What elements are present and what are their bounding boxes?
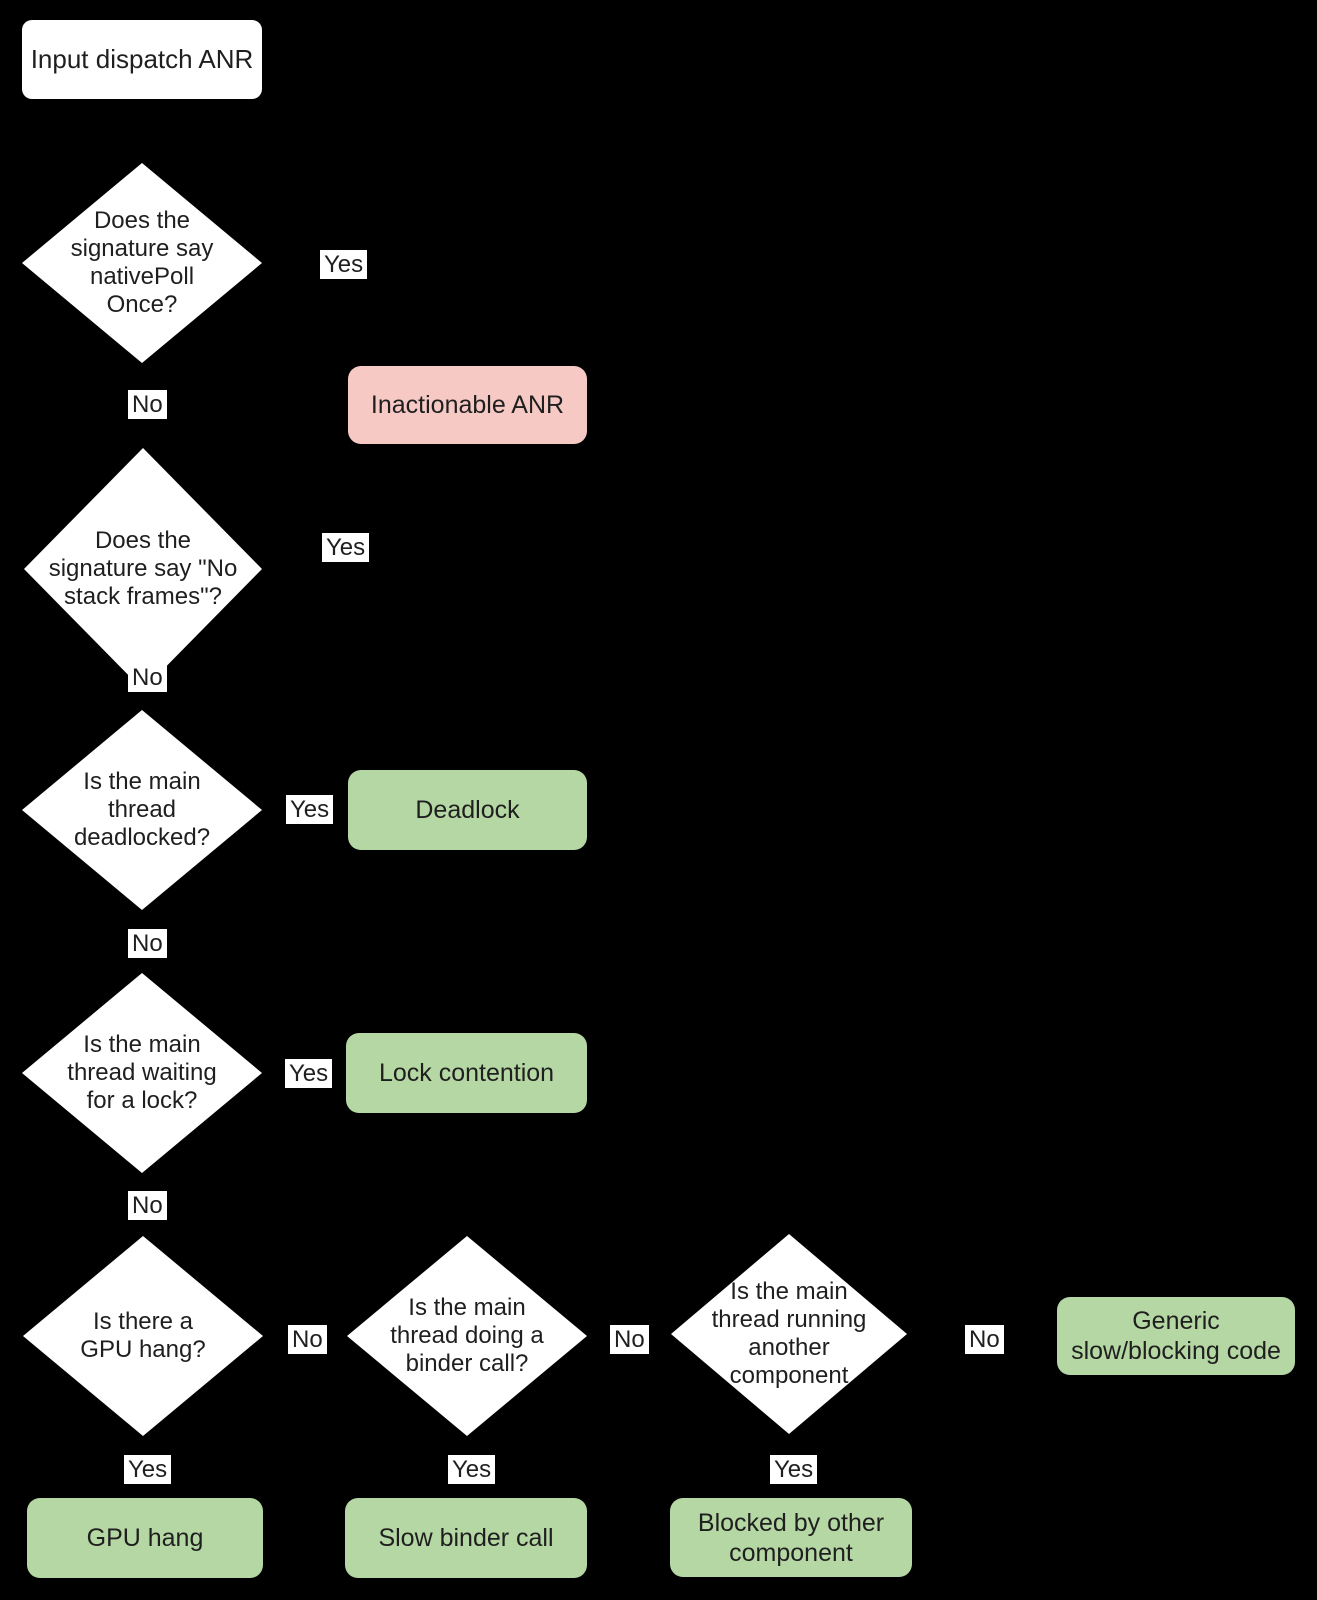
decision-main-thread-deadlocked: Is the main thread deadlocked?	[22, 710, 262, 910]
edge-label-yes-gpu-hang: Yes	[124, 1455, 172, 1484]
decision-text: Does the signature say "No stack frames"…	[48, 527, 238, 610]
decision-text: Is there a GPU hang?	[80, 1308, 206, 1363]
decision-text: Is the main thread deadlocked?	[73, 768, 211, 851]
decision-running-another-component: Is the main thread running another compo…	[671, 1234, 907, 1434]
decision-no-stack-frames: Does the signature say "No stack frames"…	[24, 448, 262, 690]
edge-label-no-native-poll: No	[128, 390, 167, 419]
outcome-deadlock: Deadlock	[348, 770, 587, 850]
decision-native-poll-once: Does the signature say nativePoll Once?	[22, 163, 262, 363]
outcome-generic-slow-blocking-code: Generic slow/blocking code	[1057, 1297, 1295, 1375]
edge-label-no-another-component: No	[965, 1325, 1004, 1354]
decision-text: Does the signature say nativePoll Once?	[70, 207, 214, 318]
outcome-inactionable-anr: Inactionable ANR	[348, 366, 587, 444]
edge-label-no-deadlocked: No	[128, 929, 167, 958]
outcome-lock-contention: Lock contention	[346, 1033, 587, 1113]
edge-label-yes-native-poll: Yes	[320, 250, 368, 279]
edge-label-yes-binder-call: Yes	[448, 1455, 496, 1484]
outcome-blocked-by-other-component: Blocked by other component	[670, 1498, 912, 1577]
decision-binder-call: Is the main thread doing a binder call?	[347, 1236, 587, 1436]
decision-gpu-hang: Is there a GPU hang?	[23, 1236, 263, 1436]
start-node-input-dispatch-anr: Input dispatch ANR	[22, 20, 262, 99]
edge-label-yes-no-stack-frames: Yes	[322, 533, 370, 562]
edge-label-yes-deadlocked: Yes	[286, 795, 334, 824]
decision-text: Is the main thread doing a binder call?	[390, 1294, 544, 1377]
decision-text: Is the main thread running another compo…	[711, 1278, 867, 1389]
edge-label-yes-another-component: Yes	[770, 1455, 818, 1484]
decision-main-thread-waiting-lock: Is the main thread waiting for a lock?	[22, 973, 262, 1173]
edge-label-yes-waiting-lock: Yes	[285, 1059, 333, 1088]
edge-label-no-binder-call: No	[610, 1325, 649, 1354]
edge-label-no-gpu-hang: No	[288, 1325, 327, 1354]
decision-text: Is the main thread waiting for a lock?	[67, 1031, 217, 1114]
outcome-slow-binder-call: Slow binder call	[345, 1498, 587, 1578]
edge-label-no-no-stack-frames: No	[128, 663, 167, 692]
outcome-gpu-hang: GPU hang	[27, 1498, 263, 1578]
edge-label-no-waiting-lock: No	[128, 1191, 167, 1220]
